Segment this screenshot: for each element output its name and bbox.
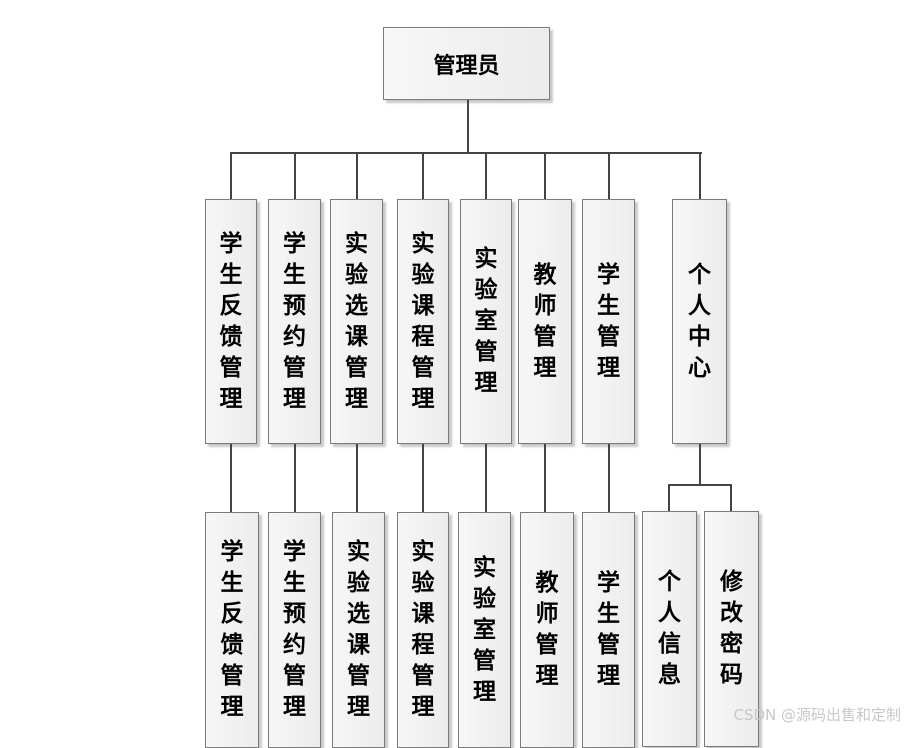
node-label: 学生反馈管理 [220,539,244,720]
level1-node: 学生预约管理 [268,199,321,444]
node-label: 学生管理 [597,261,620,381]
level2-node: 学生预约管理 [268,512,321,748]
connector-line [485,444,487,512]
node-label: 学生预约管理 [283,539,306,720]
connector-line [668,484,732,486]
connector-line [608,152,610,199]
node-label: 学生反馈管理 [219,230,243,412]
level2-node: 修改密码 [704,511,759,747]
node-label: 实验室管理 [474,246,498,396]
node-label: 实验选课管理 [345,230,368,412]
level1-node: 实验室管理 [460,199,512,444]
connector-line [356,152,358,199]
node-label: 个人中心 [688,261,711,381]
node-label: 实验课程管理 [411,230,435,412]
node-label: 实验选课管理 [347,539,370,720]
connector-line [294,152,296,199]
node-label: 实验课程管理 [411,539,435,720]
connector-line [730,484,732,511]
level1-node: 学生反馈管理 [205,199,257,444]
connector-line [668,484,670,511]
level1-node: 实验课程管理 [397,199,449,444]
root-node-admin: 管理员 [383,27,550,100]
connector-line [608,444,610,512]
node-label: 个人信息 [658,569,681,688]
level1-node: 个人中心 [672,199,727,444]
connector-line [485,152,487,199]
node-label: 教师管理 [533,261,557,381]
level2-node: 教师管理 [520,512,574,748]
watermark: CSDN @源码出售和定制 [733,706,901,724]
node-label: 学生预约管理 [283,230,306,412]
level2-node: 学生反馈管理 [205,512,259,748]
level2-node: 个人信息 [642,511,697,747]
connector-line [230,444,232,512]
connector-line [699,152,701,199]
level2-node: 实验室管理 [458,512,511,748]
node-label: 实验室管理 [473,554,496,705]
level1-node: 教师管理 [518,199,572,444]
level2-node: 实验选课管理 [332,512,385,748]
level1-node: 学生管理 [582,199,635,444]
connector-line [422,152,424,199]
level2-node: 实验课程管理 [397,512,449,748]
connector-line [544,444,546,512]
connector-line [544,152,546,199]
level1-node: 实验选课管理 [330,199,383,444]
connector-line [230,152,702,154]
connector-line [356,444,358,512]
node-label: 学生管理 [597,570,620,689]
connector-line [294,444,296,512]
level2-node: 学生管理 [582,512,635,748]
connector-line [422,444,424,512]
connector-line [699,444,701,485]
node-label: 教师管理 [535,570,559,689]
connector-line [467,100,469,154]
connector-line [230,152,232,199]
root-label: 管理员 [433,53,500,79]
node-label: 修改密码 [720,569,743,688]
